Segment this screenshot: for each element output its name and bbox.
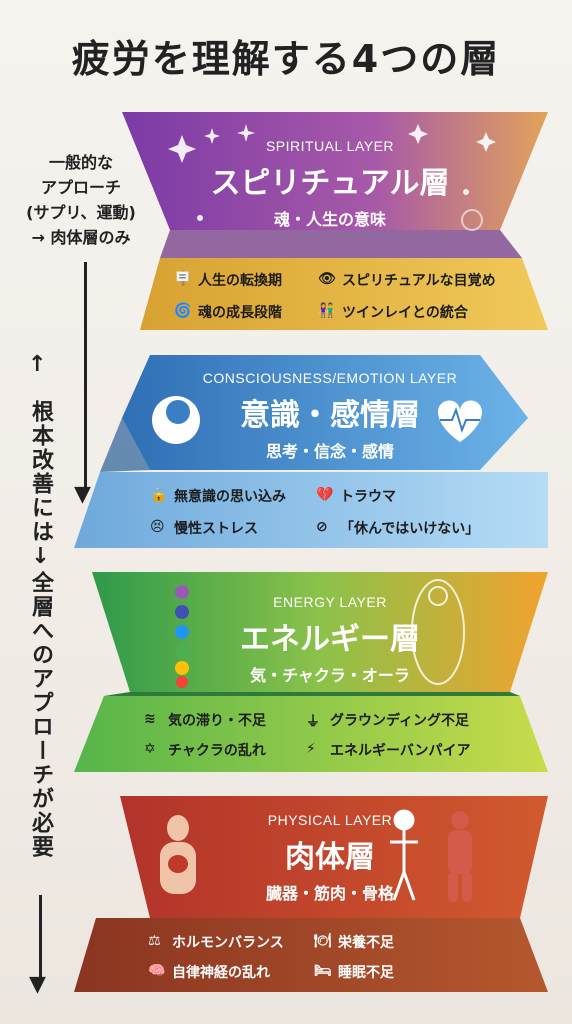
grounding-icon: ⏚ (306, 714, 320, 730)
body-organs-icon (160, 815, 196, 894)
broken-heart-icon: 💔 (316, 487, 334, 503)
layer-item: 👫 ツインレイとの統合 (318, 302, 468, 322)
star-decoration-icon (168, 124, 496, 221)
item-label: 魂の成長段階 (198, 305, 282, 321)
item-label: スピリチュアルな目覚め (342, 273, 496, 289)
layer-item: ⚡ エネルギーバンパイア (306, 740, 471, 760)
bottom-arrow-line (39, 895, 42, 977)
item-label: トラウマ (340, 489, 396, 505)
item-label: ツインレイとの統合 (342, 305, 468, 321)
layer-item: 💔 トラウマ (316, 486, 396, 506)
scale-icon: ⚖ (148, 933, 161, 949)
signpost-icon: 🪧 (174, 271, 192, 287)
spiritual-layer-shape (122, 112, 548, 230)
layer-subtitle: 魂・人生の意味 (273, 210, 386, 229)
layer-item: 🧠 自律神経の乱れ (148, 962, 270, 982)
layer-subtitle: 思考・信念・感情 (265, 442, 394, 461)
layer-item: ⊘ 「休んではいけない」 (316, 518, 479, 538)
note-line: 一般的な (48, 153, 113, 172)
layer-item: 🛏 睡眠不足 (314, 962, 394, 982)
item-label: ホルモンバランス (172, 935, 284, 951)
layer-item: ⏚ グラウンディング不足 (306, 710, 469, 730)
brain-icon: 🧠 (148, 963, 166, 979)
prohibited-icon: ⊘ (316, 519, 328, 535)
couple-icon: 👫 (318, 303, 336, 319)
item-label: 睡眠不足 (338, 965, 394, 981)
eye-icon: 👁 (318, 271, 336, 287)
aura-body-icon (411, 579, 465, 685)
skeleton-icon (390, 809, 418, 901)
vertical-note: 根本改善には↓全層へのアプローチが必要 (28, 400, 53, 859)
down-arrow-line (84, 262, 87, 487)
spiral-icon: 🌀 (174, 303, 192, 319)
lock-head-icon: 🔒 (150, 487, 168, 503)
item-label: 無意識の思い込み (174, 489, 286, 505)
common-approach-note: 一般的な アプローチ (サプリ、運動) → 肉体層のみ (6, 150, 156, 250)
up-arrow-icon: ↑ (28, 352, 47, 377)
wind-icon: ≋ (144, 711, 156, 727)
chakra-icon: ✡ (144, 741, 156, 757)
vampire-icon: ⚡ (306, 741, 316, 757)
layer-subtitle: 臓器・筋肉・骨格 (265, 884, 394, 903)
layer-item: ≋ 気の滞り・不足 (144, 710, 266, 730)
layer-subtitle: 気・チャクラ・オーラ (250, 666, 410, 685)
page-title: 疲労を理解する4つの層 (71, 37, 501, 81)
layer-jp-title: 意識・感情層 (240, 398, 420, 433)
layer-item: ✡ チャクラの乱れ (144, 740, 266, 760)
layer-en-title: CONSCIOUSNESS/EMOTION LAYER (202, 370, 458, 386)
sleep-icon: 🛏 (314, 963, 332, 979)
item-label: グラウンディング不足 (330, 713, 470, 729)
layer-item: 😣 慢性ストレス (150, 518, 258, 538)
item-label: 「休んではいけない」 (340, 521, 480, 537)
stress-face-icon: 😣 (150, 519, 165, 535)
item-label: 人生の転換期 (198, 273, 282, 289)
bottom-arrowhead-icon: ▼ (29, 972, 46, 997)
down-arrowhead-icon: ▼ (74, 482, 91, 507)
muscle-figure-icon (448, 811, 472, 902)
item-label: 気の滞り・不足 (168, 713, 266, 729)
layer-item: 🪧 人生の転換期 (174, 270, 282, 290)
note-line: (サプリ、運動) (26, 203, 136, 222)
note-line: アプローチ (40, 178, 121, 197)
layer-jp-title: 肉体層 (285, 840, 375, 875)
layer-item: ⚖ ホルモンバランス (148, 932, 284, 952)
layer-jp-title: スピリチュアル層 (210, 166, 450, 201)
layer-jp-title: エネルギー層 (240, 622, 420, 657)
item-label: 自律神経の乱れ (172, 965, 270, 981)
heart-pulse-icon (438, 400, 482, 442)
plate-icon: 🍽 (314, 933, 332, 949)
item-label: エネルギーバンパイア (330, 743, 471, 759)
item-label: チャクラの乱れ (168, 743, 266, 759)
item-label: 栄養不足 (338, 935, 394, 951)
head-brain-icon (152, 396, 200, 444)
layer-item: 👁 スピリチュアルな目覚め (318, 270, 496, 290)
consciousness-band (74, 472, 548, 548)
consciousness-layer-shape (122, 355, 528, 470)
note-line: → 肉体層のみ (31, 228, 131, 247)
physical-band (74, 918, 548, 992)
physical-layer-shape (120, 796, 548, 918)
energy-band (74, 696, 548, 772)
layer-en-title: SPIRITUAL LAYER (265, 138, 395, 154)
layer-en-title: PHYSICAL LAYER (267, 812, 393, 828)
layer-item: 🔒 無意識の思い込み (150, 486, 286, 506)
layer-en-title: ENERGY LAYER (273, 594, 387, 610)
chakra-figure-icon (175, 585, 189, 688)
item-label: 慢性ストレス (174, 521, 258, 537)
layer-item: 🌀 魂の成長段階 (174, 302, 282, 322)
energy-layer-shape (92, 572, 548, 692)
layer-item: 🍽 栄養不足 (314, 932, 394, 952)
spiritual-band (140, 258, 548, 330)
